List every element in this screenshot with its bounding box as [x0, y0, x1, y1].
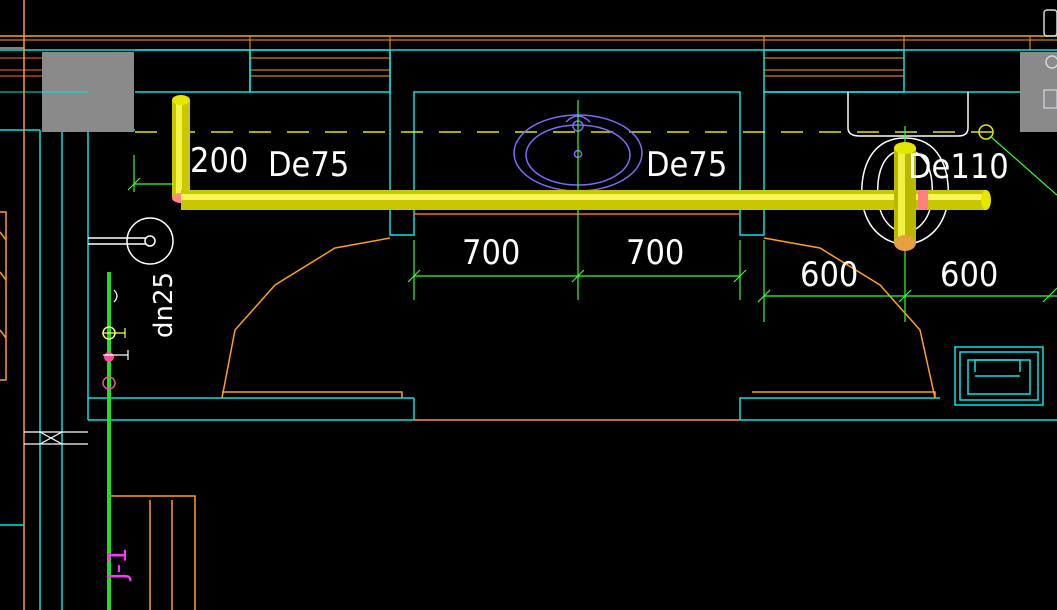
dimension-basin-left: 700	[462, 233, 520, 273]
room-walls	[0, 49, 1057, 610]
floor-drain-left-icon[interactable]	[88, 217, 174, 265]
column-right	[1020, 9, 1057, 132]
door-break-symbol	[24, 431, 88, 445]
dimension-lines	[127, 100, 1057, 322]
floor-drain-icon[interactable]	[954, 346, 1044, 406]
window-niche-right	[763, 49, 905, 93]
pipe-label-wc-drain: De110	[908, 147, 1009, 187]
dimension-offset-left: 200	[190, 141, 248, 181]
drain-pipe-vertical-wc[interactable]	[894, 142, 928, 251]
left-edge-lines	[0, 57, 88, 93]
pipe-label-drain-branch: De75	[268, 145, 349, 185]
pipe-label-basin-drain: De75	[646, 145, 727, 185]
dimension-basin-right: 700	[626, 233, 684, 273]
door-swing-left	[221, 237, 403, 399]
dimension-wc-right: 600	[940, 255, 998, 295]
door-swing-right	[752, 237, 936, 399]
cleanout-right-icon[interactable]	[978, 124, 994, 140]
lower-cabinet	[110, 495, 196, 610]
pipe-label-supply-riser: dn25	[149, 272, 179, 338]
top-wall	[0, 35, 1057, 51]
drain-pipe-vertical-left[interactable]	[172, 95, 190, 203]
window-niche-left	[249, 49, 391, 93]
riser-tag: J-1	[103, 547, 133, 582]
leader-line	[989, 135, 1057, 196]
drain-pipe-horizontal[interactable]	[181, 190, 991, 210]
supply-riser[interactable]	[102, 272, 129, 610]
left-cabinet-fragments	[0, 0, 25, 610]
dimension-wc-left: 600	[800, 255, 858, 295]
